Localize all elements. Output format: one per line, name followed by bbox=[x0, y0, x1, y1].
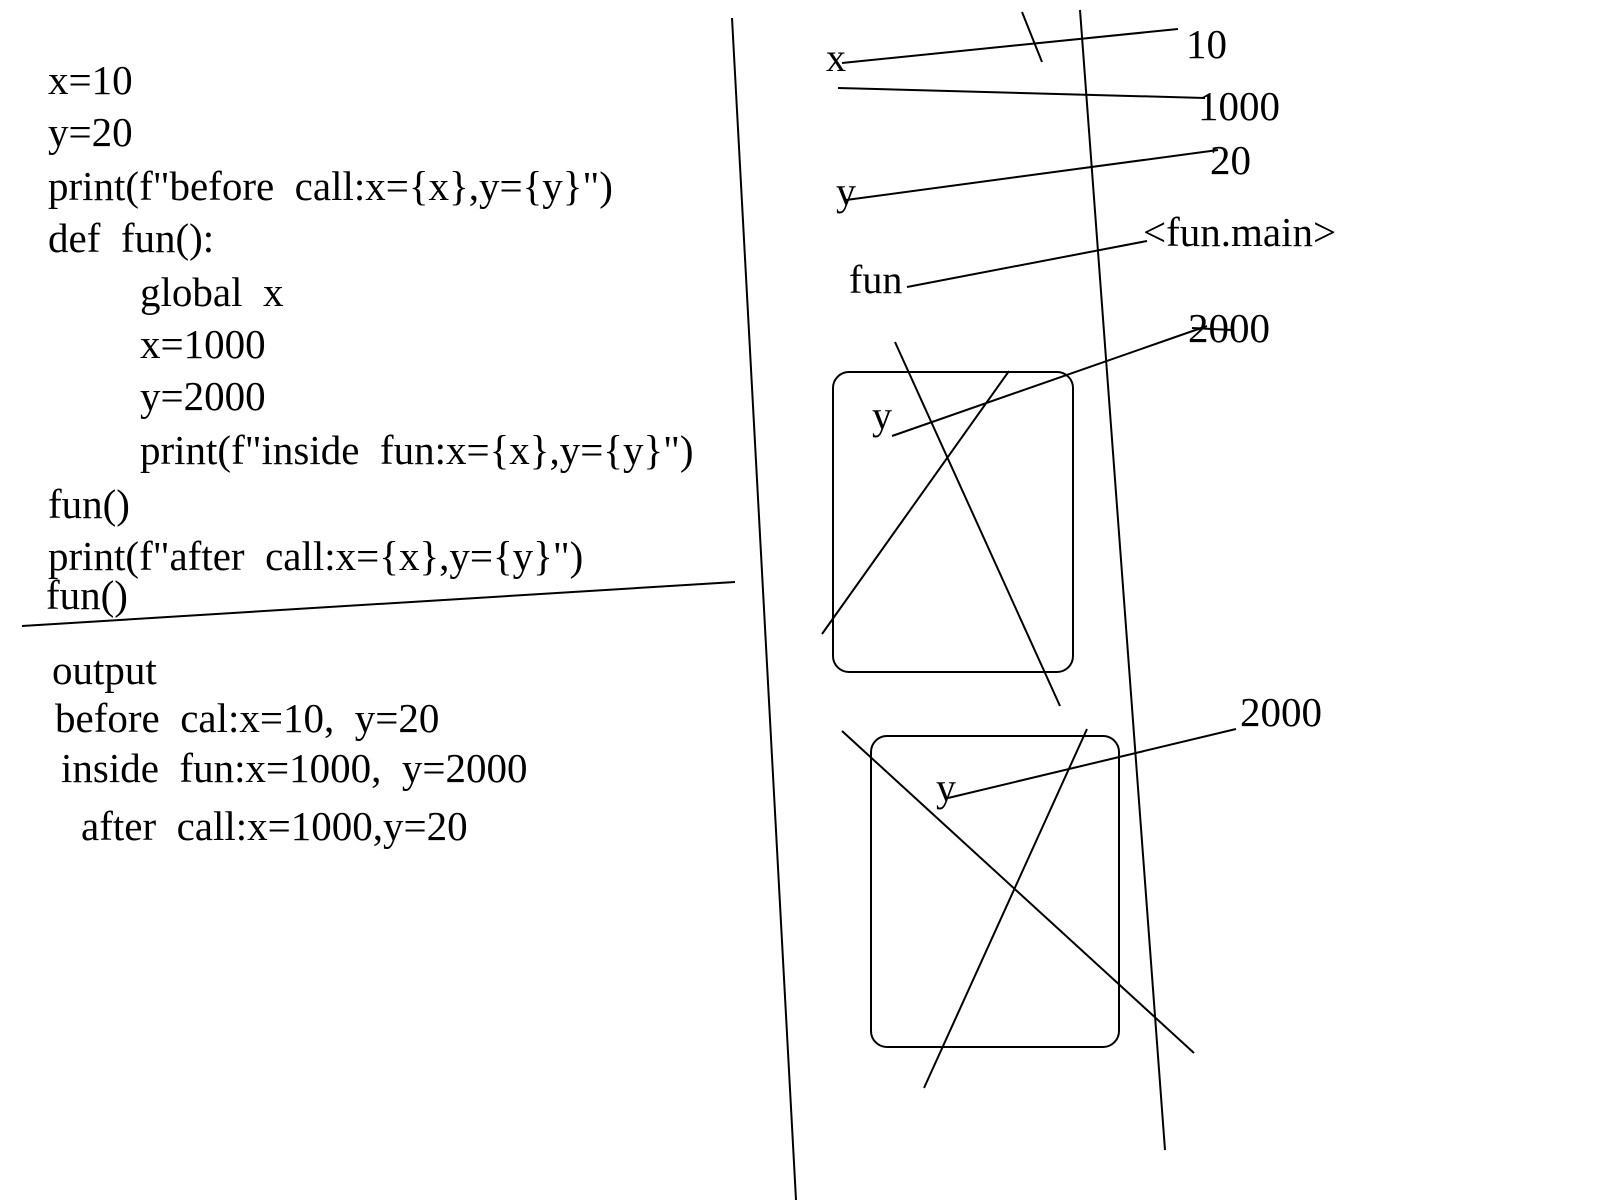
binding-x-10 bbox=[841, 28, 1179, 64]
name-local-y-1: y bbox=[872, 393, 892, 438]
code-line-3: print(f"before call:x={x},y={y}") bbox=[48, 163, 613, 209]
output-line-1: before cal:x=10, y=20 bbox=[55, 695, 440, 741]
crossout-frame-2-a bbox=[841, 730, 1195, 1054]
code-line-2: y=20 bbox=[48, 109, 133, 155]
code-line-11: fun() bbox=[46, 572, 128, 618]
vertical-divider-right bbox=[1079, 9, 1166, 1151]
horizontal-divider bbox=[21, 581, 736, 627]
local-frame-1 bbox=[832, 371, 1074, 673]
binding-y-20 bbox=[845, 149, 1219, 201]
output-heading: output bbox=[52, 647, 157, 693]
value-20: 20 bbox=[1210, 137, 1251, 183]
code-line-8: print(f"inside fun:x={x},y={y}") bbox=[140, 427, 694, 473]
crossout-frame-1-a bbox=[894, 341, 1061, 707]
vertical-divider-left bbox=[731, 17, 797, 1200]
code-line-4: def fun(): bbox=[48, 215, 215, 261]
binding-local-y-2000 bbox=[891, 325, 1208, 437]
code-line-7: y=2000 bbox=[140, 373, 266, 419]
value-2000-local-1: 2000 bbox=[1188, 305, 1270, 351]
binding-fun-main bbox=[906, 240, 1148, 288]
tick-mark bbox=[1021, 11, 1043, 63]
value-1000: 1000 bbox=[1198, 83, 1280, 129]
crossout-frame-1-b bbox=[821, 370, 1010, 635]
local-frame-2 bbox=[870, 735, 1120, 1048]
code-line-9: fun() bbox=[48, 481, 130, 527]
code-line-5: global x bbox=[140, 269, 284, 315]
crossout-frame-2-b bbox=[923, 728, 1088, 1089]
code-line-6: x=1000 bbox=[140, 321, 266, 367]
binding-local-y2-2000 bbox=[947, 728, 1237, 799]
code-line-1: x=10 bbox=[48, 57, 133, 103]
output-line-3: after call:x=1000,y=20 bbox=[81, 803, 468, 849]
name-local-y-2: y bbox=[936, 765, 956, 810]
name-x: x bbox=[826, 35, 846, 80]
binding-x-1000 bbox=[837, 87, 1206, 99]
value-fun-main: <fun.main> bbox=[1143, 209, 1337, 255]
code-line-10: print(f"after call:x={x},y={y}") bbox=[48, 533, 584, 579]
name-fun: fun bbox=[849, 257, 903, 302]
strike-2000 bbox=[1191, 327, 1233, 331]
name-y: y bbox=[836, 169, 856, 214]
value-10: 10 bbox=[1186, 21, 1227, 67]
value-2000-local-2: 2000 bbox=[1240, 689, 1322, 735]
output-line-2: inside fun:x=1000, y=2000 bbox=[61, 745, 528, 791]
